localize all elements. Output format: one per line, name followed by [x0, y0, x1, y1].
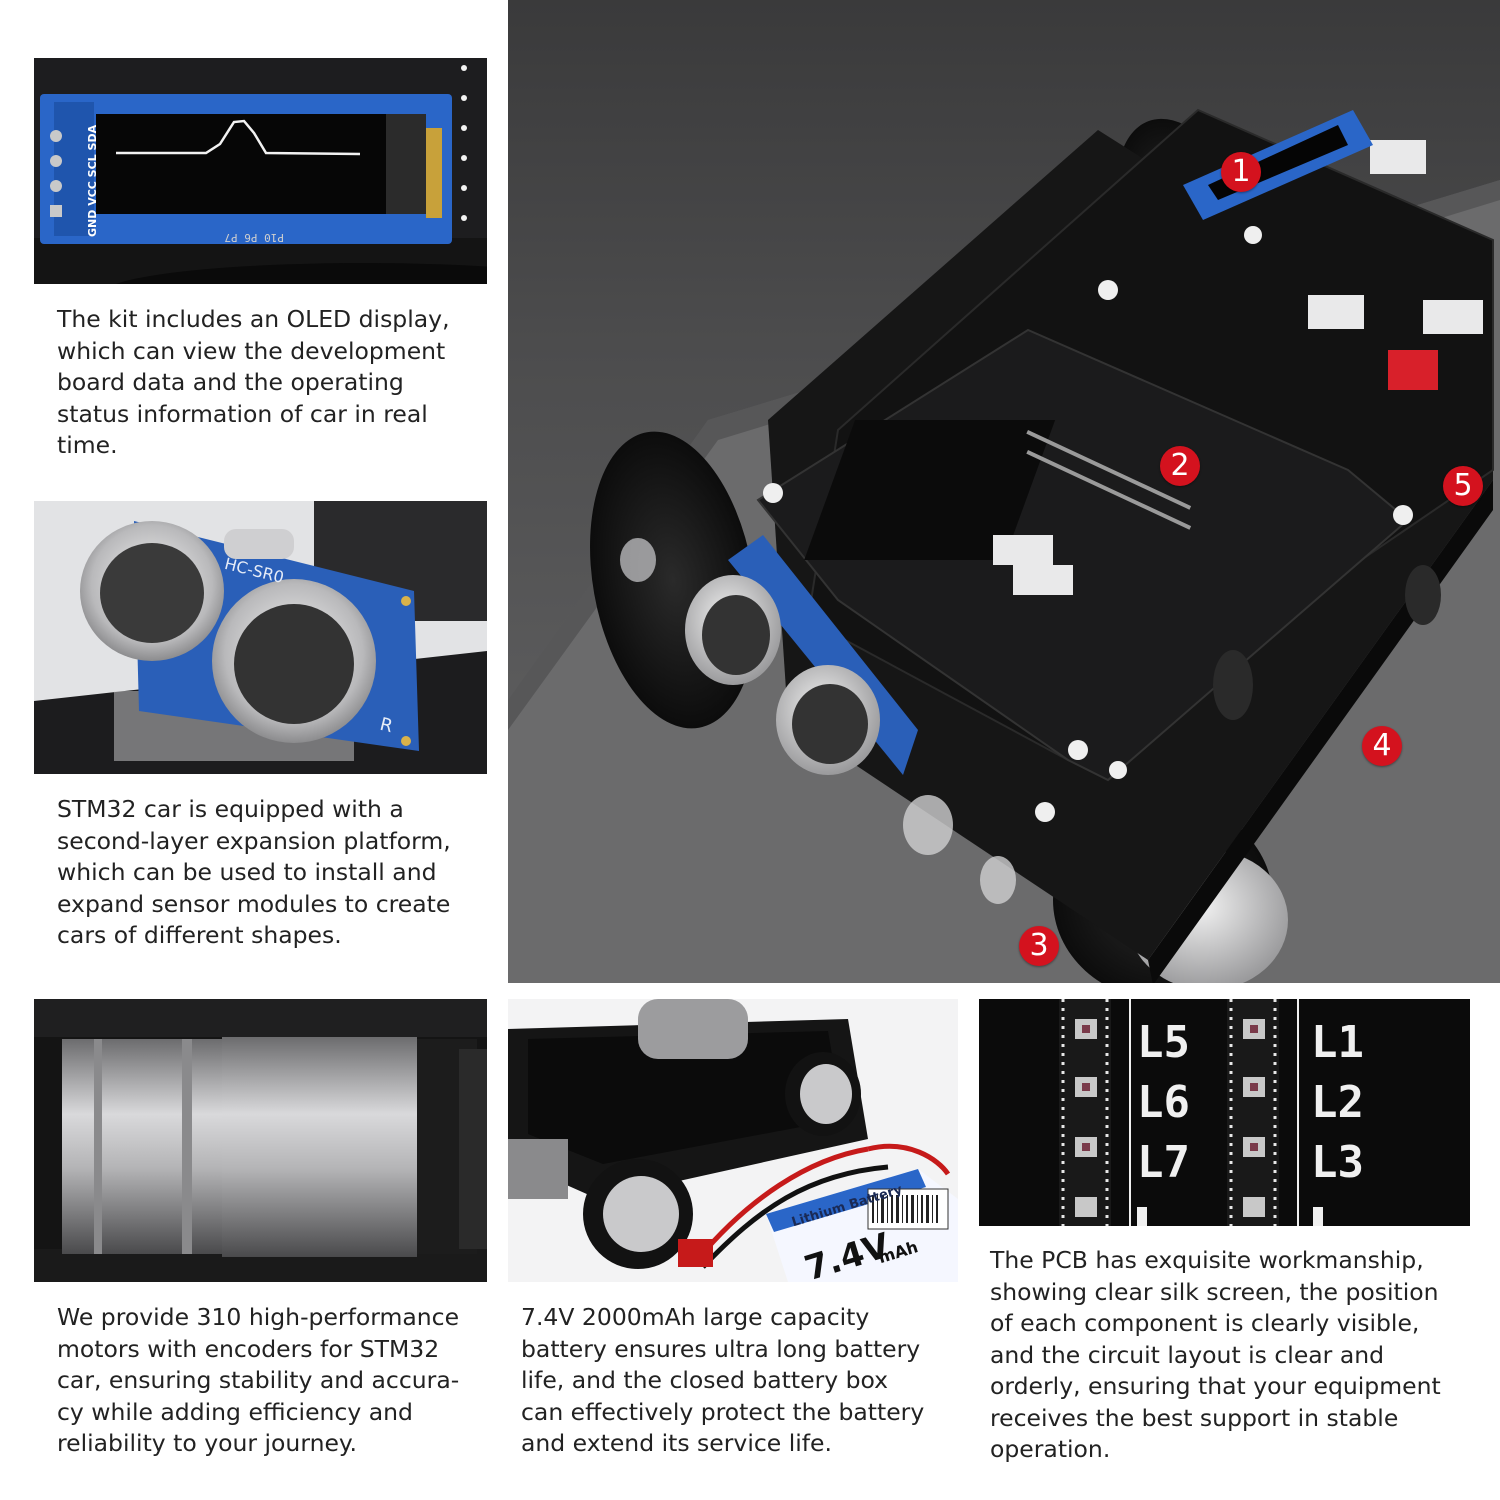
caption-line: car, ensuring stability and accura- — [57, 1366, 460, 1394]
oled-display-photo: P10 P6 P7 GND VCC SCL SDA — [34, 58, 487, 284]
caption-line: motors with encoders for STM32 — [57, 1334, 440, 1363]
stm32-car-photo: 1 2 3 4 5 — [508, 0, 1500, 983]
callout-badge-4: 4 — [1362, 726, 1402, 766]
caption-line: of each component is clearly visible, — [990, 1309, 1420, 1337]
caption-line: orderly, ensuring that your equipment — [990, 1372, 1441, 1400]
battery-photo: Lithium Battery 7.4V mAh — [508, 999, 958, 1282]
caption-line: 7.4V 2000mAh large capacity — [521, 1303, 870, 1331]
pcb-caption: The PCB has exquisite workmanship, showi… — [990, 1245, 1441, 1466]
caption-line: The kit includes an OLED display, — [57, 305, 450, 333]
pcb-label-right-1: L1 — [1311, 1017, 1364, 1068]
pcb-label-right-2: L2 — [1311, 1077, 1364, 1128]
caption-line: The PCB has exquisite workmanship, — [990, 1246, 1424, 1274]
callout-badge-5: 5 — [1443, 466, 1483, 506]
caption-line: reliability to your journey. — [57, 1429, 357, 1457]
caption-line: cars of different shapes. — [57, 921, 342, 949]
caption-line: second-layer expansion platform, — [57, 826, 451, 855]
pcb-silkscreen-photo: L5 L6 L7 L1 L2 L3 — [979, 999, 1470, 1226]
svg-text:GND VCC SCL SDA: GND VCC SCL SDA — [86, 124, 99, 237]
callout-badge-3: 3 — [1019, 926, 1059, 966]
callout-badge-1: 1 — [1221, 152, 1261, 192]
caption-line: cy while adding efficiency and — [57, 1397, 413, 1426]
caption-line: battery ensures ultra long battery — [521, 1334, 921, 1363]
pcb-label-right-3: L3 — [1311, 1137, 1364, 1188]
motor-caption: We provide 310 high-performance motors w… — [57, 1302, 459, 1460]
pcb-label-left-2: L6 — [1137, 1077, 1190, 1128]
svg-text:P10 P6 P7: P10 P6 P7 — [224, 231, 284, 244]
caption-line: which can be used to install and — [57, 858, 437, 886]
caption-line: and the circuit layout is clear and — [990, 1340, 1385, 1369]
ultrasonic-caption: STM32 car is equipped with a second-laye… — [57, 794, 451, 952]
caption-line: operation. — [990, 1435, 1111, 1463]
caption-line: status information of car in real — [57, 399, 428, 428]
caption-line: which can view the development — [57, 336, 446, 365]
oled-pin-labels: GND VCC SCL SDA — [86, 124, 99, 237]
stm32-car-illustration — [508, 108, 1500, 983]
encoder-motor-photo — [34, 999, 487, 1282]
pcb-label-left-3: L7 — [1137, 1137, 1190, 1188]
encoder-motor-illustration — [34, 999, 487, 1282]
callout-badge-2: 2 — [1160, 446, 1200, 486]
caption-line: time. — [57, 431, 118, 459]
pcb-silkscreen-illustration: L5 L6 L7 L1 L2 L3 — [979, 999, 1470, 1226]
caption-line: showing clear silk screen, the position — [990, 1277, 1439, 1306]
caption-line: life, and the closed battery box — [521, 1366, 889, 1394]
oled-caption: The kit includes an OLED display, which … — [57, 304, 450, 462]
ultrasonic-sensor-illustration — [34, 501, 487, 774]
pcb-label-left-1: L5 — [1137, 1017, 1190, 1068]
oled-display-illustration: P10 P6 P7 — [34, 58, 487, 284]
caption-line: expand sensor modules to create — [57, 889, 451, 918]
caption-line: We provide 310 high-performance — [57, 1303, 460, 1331]
battery-caption: 7.4V 2000mAh large capacity battery ensu… — [521, 1302, 924, 1460]
ultrasonic-sensor-photo: HC-SR0 R — [34, 501, 487, 774]
caption-line: STM32 car is equipped with a — [57, 795, 404, 823]
caption-line: receives the best support in stable — [990, 1403, 1399, 1432]
caption-line: board data and the operating — [57, 368, 404, 396]
battery-illustration — [508, 999, 958, 1282]
caption-line: and extend its service life. — [521, 1429, 832, 1457]
caption-line: can effectively protect the battery — [521, 1397, 925, 1426]
